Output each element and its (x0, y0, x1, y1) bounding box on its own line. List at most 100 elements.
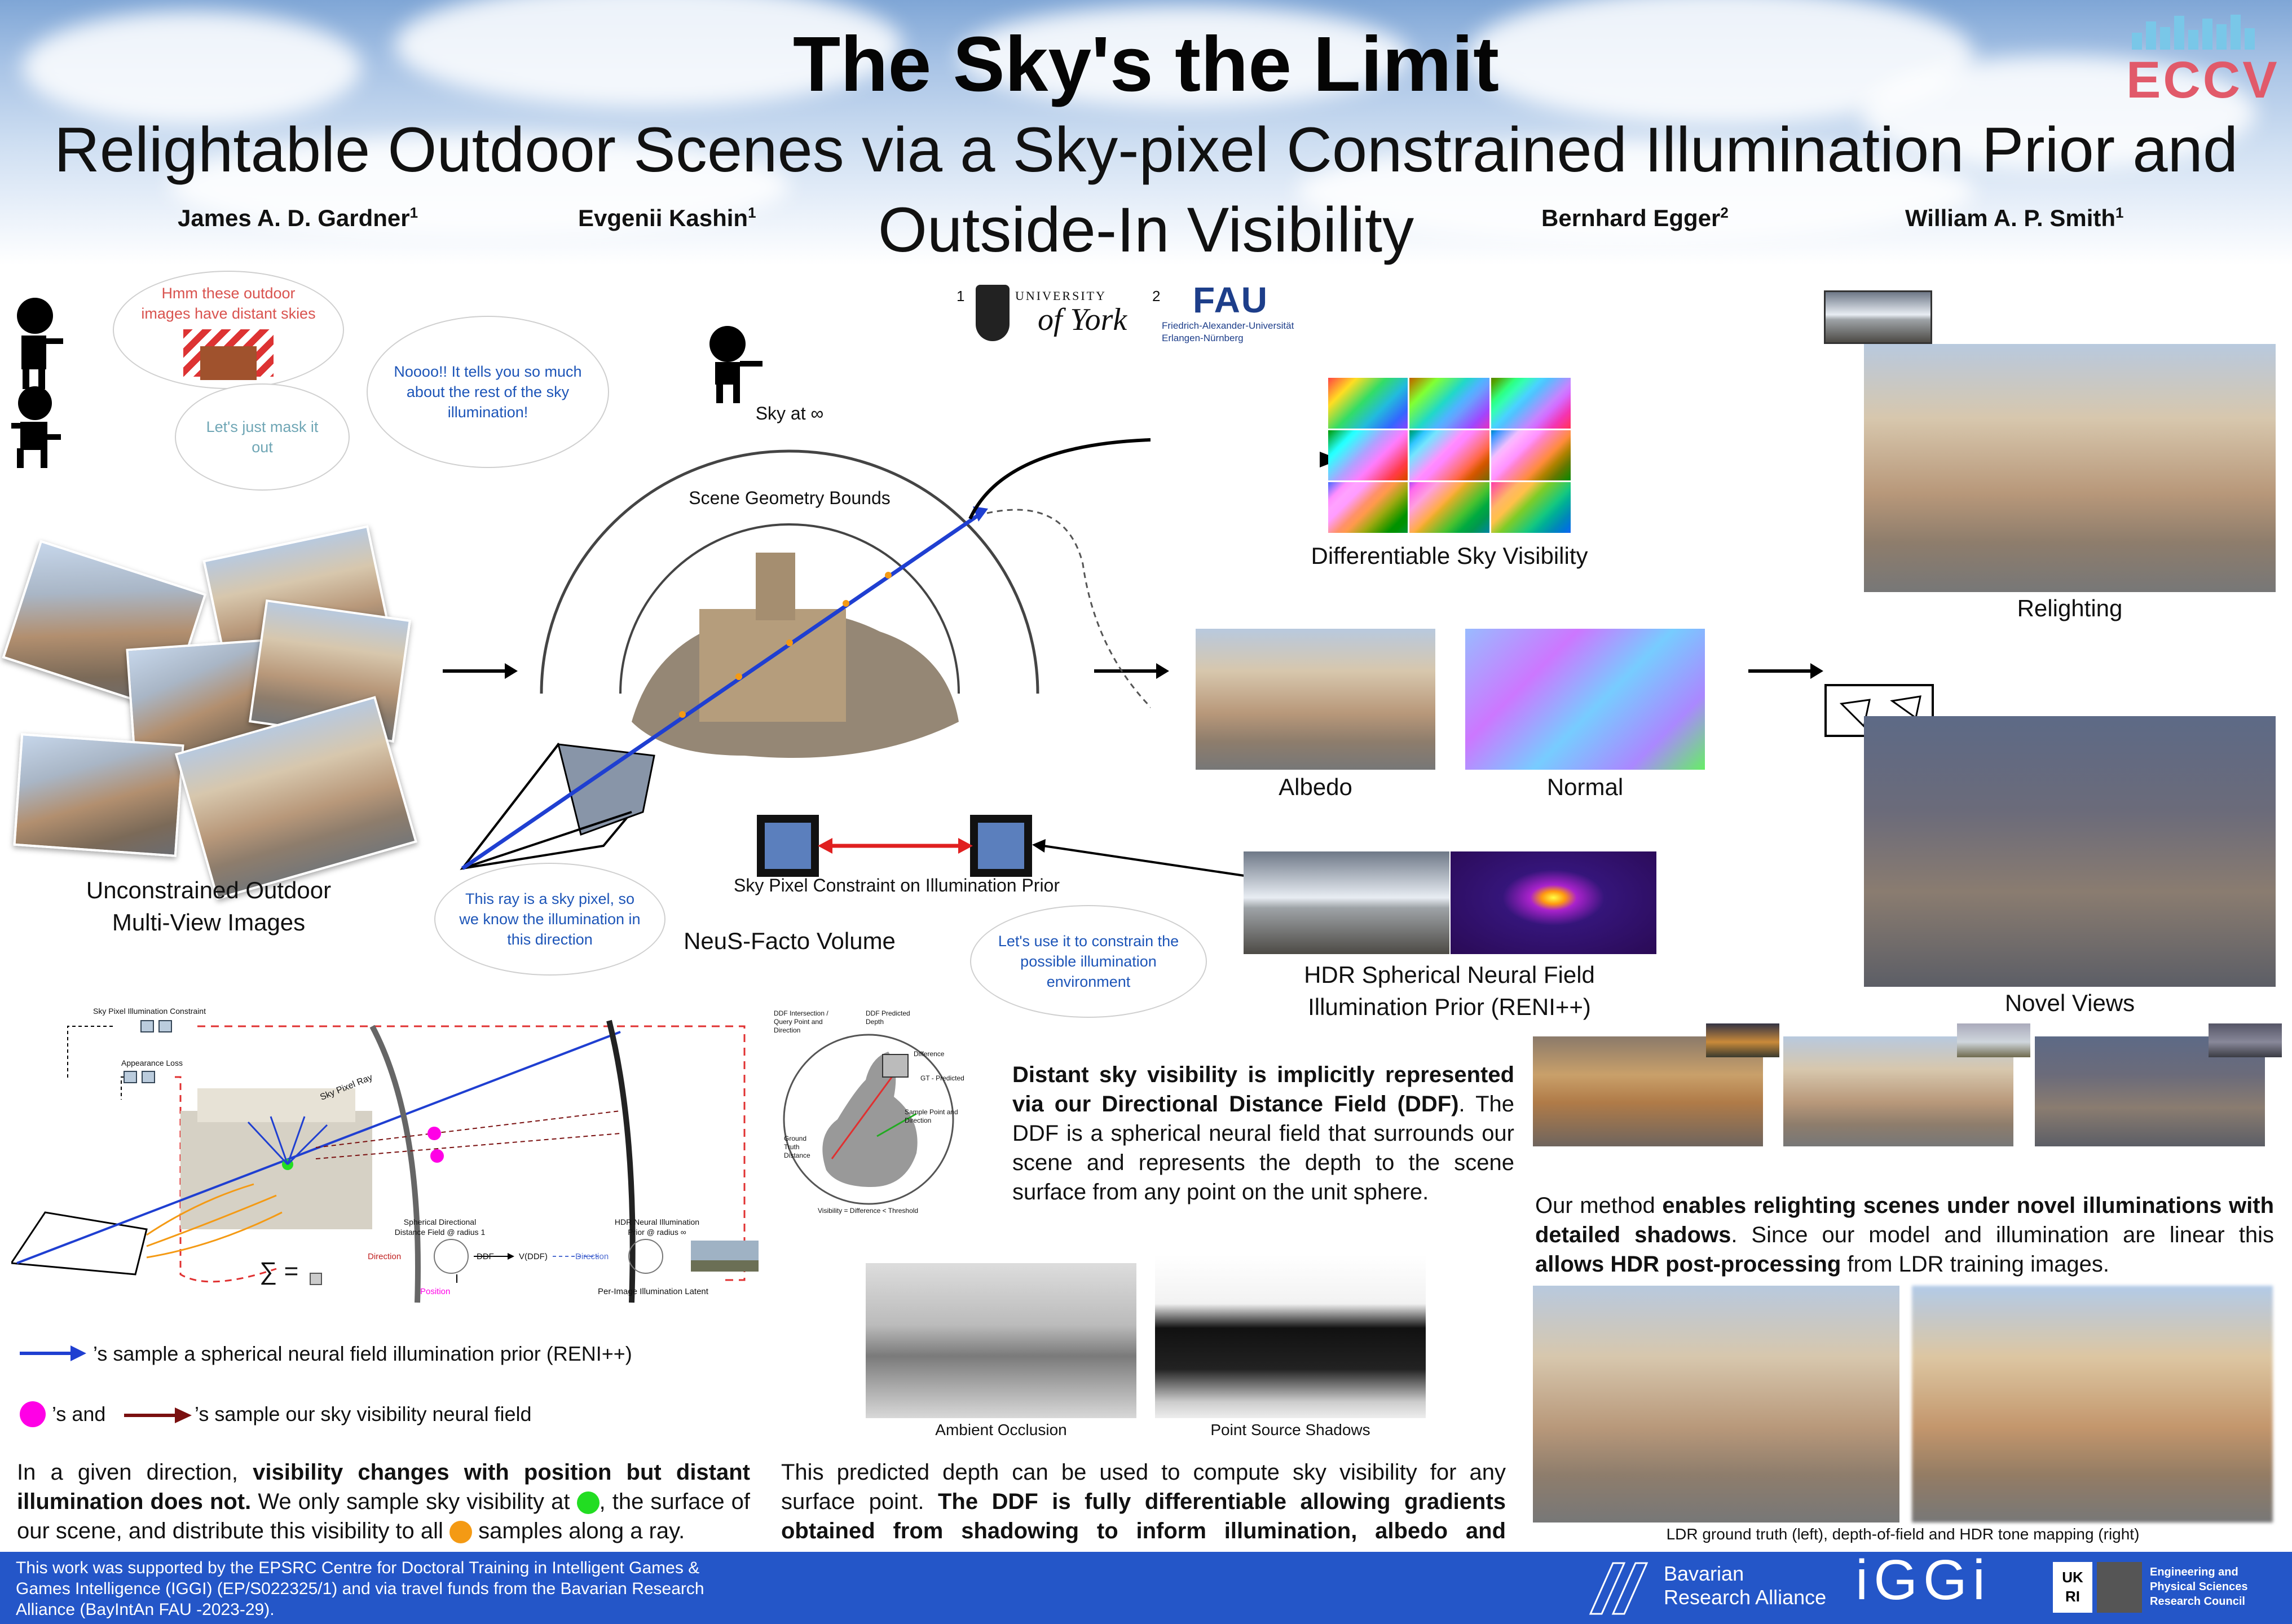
stick-figures-left (11, 298, 63, 468)
neus-caption: NeuS-Facto Volume (684, 928, 896, 954)
direction-label-2: Direction (575, 1252, 609, 1261)
constraint-to-hdr-arrow-icon (1032, 839, 1264, 880)
magenta-dot-icon (20, 1401, 46, 1427)
relight-envmap-thumb (1824, 290, 1932, 344)
appearance-loss-label: Appearance Loss (121, 1058, 183, 1067)
arrow-to-relight-icon (1748, 663, 1823, 679)
ddf-intersection-label: DDF Intersection / Query Point and Direc… (774, 1009, 828, 1034)
novel-views-image (1864, 716, 2276, 987)
input-image-5 (13, 733, 184, 857)
author-2: Evgenii Kashin1 (578, 204, 756, 231)
bunny-ddf-diagram (783, 1034, 954, 1205)
input-caption-1: Unconstrained Outdoor (86, 877, 332, 903)
bubble-sky-pixel: This ray is a sky pixel, so we know the … (434, 863, 665, 976)
blue-arrow-legend-icon (20, 1345, 86, 1361)
stick-figure-right (709, 326, 762, 403)
normal-caption: Normal (1546, 774, 1624, 800)
author-4: William A. P. Smith1 (1905, 204, 2124, 231)
neus-volume-diagram (460, 438, 1151, 870)
ddf-paragraph: Distant sky visibility is implicitly rep… (1012, 1062, 1514, 1204)
relight-envmap-2 (1957, 1023, 2030, 1057)
blue-arrow-legend-text: ’s sample a spherical neural field illum… (93, 1342, 632, 1365)
ao-caption: Ambient Occlusion (935, 1421, 1067, 1438)
sky-pixel-box (757, 815, 819, 877)
red-arrow-legend-icon (124, 1407, 192, 1423)
direction-label-1: Direction (368, 1252, 402, 1261)
fau-affil-number: 2 (1152, 288, 1161, 304)
relight-envmap-3 (2209, 1023, 2282, 1057)
fau-text-2: Erlangen-Nürnberg (1162, 333, 1244, 343)
iggi-logo: iGGi (1855, 1548, 1991, 1612)
hdr-caption-2: Illumination Prior (RENI++) (1308, 994, 1591, 1020)
visibility-maps-grid (1328, 378, 1571, 533)
bubble-noooo: Noooo!! It tells you so much about the r… (367, 316, 609, 468)
sample-point-label: Sample Point and Direction (905, 1108, 958, 1124)
ground-truth-label: Ground Truth Distance (784, 1135, 810, 1159)
sky-at-infinity-label: Sky at ∞ (755, 403, 824, 423)
author-3: Bernhard Egger2 (1541, 204, 1729, 231)
green-dot-icon (576, 1491, 600, 1515)
york-affil-number: 1 (957, 288, 965, 304)
hdr-caption-1: HDR Spherical Neural Field (1304, 961, 1595, 988)
gt-minus-label: GT - Predicted (920, 1074, 964, 1082)
point-shadows-image (1155, 1255, 1426, 1418)
footer-bar (0, 1552, 2292, 1624)
bavarian-logo-icon (1589, 1562, 1649, 1615)
scene-bounds-label: Scene Geometry Bounds (689, 488, 891, 508)
ddf-output-label: DDF (477, 1252, 494, 1261)
eccv-logo: ECCV (2121, 15, 2277, 109)
building-thumbnail-icon (183, 329, 274, 380)
normal-image (1465, 629, 1705, 770)
hdr-tonemapped-image (1912, 1286, 2273, 1522)
magenta-legend-text: ’s and (52, 1402, 106, 1426)
funding-text: This work was supported by the EPSRC Cen… (16, 1559, 704, 1619)
fau-text-1: Friedrich-Alexander-Universität (1162, 320, 1294, 331)
bubble-constrain: Let's use it to constrain the possible i… (970, 905, 1207, 1018)
ldr-ground-truth-image (1533, 1286, 1899, 1522)
visibility-method-diagram (11, 1020, 759, 1303)
ambient-occlusion-image (866, 1263, 1136, 1418)
shadows-caption: Point Source Shadows (1210, 1421, 1370, 1438)
position-label: Position (420, 1287, 451, 1296)
epsrc-logo-icon (2097, 1562, 2142, 1613)
depth-paragraph: This predicted depth can be used to comp… (781, 1460, 1506, 1573)
red-constraint-arrow-icon (818, 838, 973, 854)
arrow-to-outputs-icon (1094, 663, 1169, 679)
fau-logo: FAU (1193, 280, 1268, 320)
ukri-logo: UK RI (2053, 1562, 2092, 1613)
visibility-rule-label: Visibility = Difference < Threshold (818, 1207, 919, 1215)
poster-title: The Sky's the Limit (792, 21, 1500, 108)
vddf-label: V(DDF) (519, 1252, 548, 1261)
sum-symbol: ∑ = (259, 1257, 299, 1285)
bubble-mask-it: Let's just mask it out (175, 383, 350, 491)
author-1: James A. D. Gardner1 (178, 204, 418, 231)
albedo-image (1196, 629, 1435, 770)
york-text-2: of York (1038, 302, 1127, 337)
york-crest-icon (976, 285, 1010, 341)
ddf-predicted-label: DDF Predicted Depth (866, 1009, 910, 1026)
method-paragraph: Our method enables relighting scenes und… (1535, 1193, 2275, 1277)
sky-header-background (0, 0, 2292, 265)
red-arrow-legend-text: ’s sample our sky visibility neural fiel… (195, 1402, 532, 1426)
hdr-envmap-image (1244, 851, 1449, 954)
visibility-paragraph: In a given direction, visibility changes… (17, 1460, 751, 1544)
difference-label: Difference (914, 1050, 945, 1058)
sky-constraint-label: Sky Pixel Constraint on Illumination Pri… (733, 875, 1060, 895)
input-caption-2: Multi-View Images (112, 909, 306, 935)
bubble-distant-skies: Hmm these outdoor images have distant sk… (113, 271, 344, 389)
sky-pixel-constraint-label: Sky Pixel Illumination Constraint (93, 1007, 206, 1016)
latent-label: Per-Image Illumination Latent (598, 1287, 708, 1296)
ldr-caption: LDR ground truth (left), depth-of-field … (1666, 1525, 2140, 1543)
visibility-caption: Differentiable Sky Visibility (1311, 542, 1588, 569)
relighting-image (1864, 344, 2276, 592)
relight-envmap-1 (1706, 1023, 1779, 1057)
poster-subtitle: Relightable Outdoor Scenes via a Sky-pix… (54, 114, 2238, 265)
relighting-caption: Relighting (2017, 595, 2123, 621)
novel-views-caption: Novel Views (2004, 990, 2135, 1016)
albedo-caption: Albedo (1279, 774, 1352, 800)
illumination-pixel-box (970, 815, 1032, 877)
